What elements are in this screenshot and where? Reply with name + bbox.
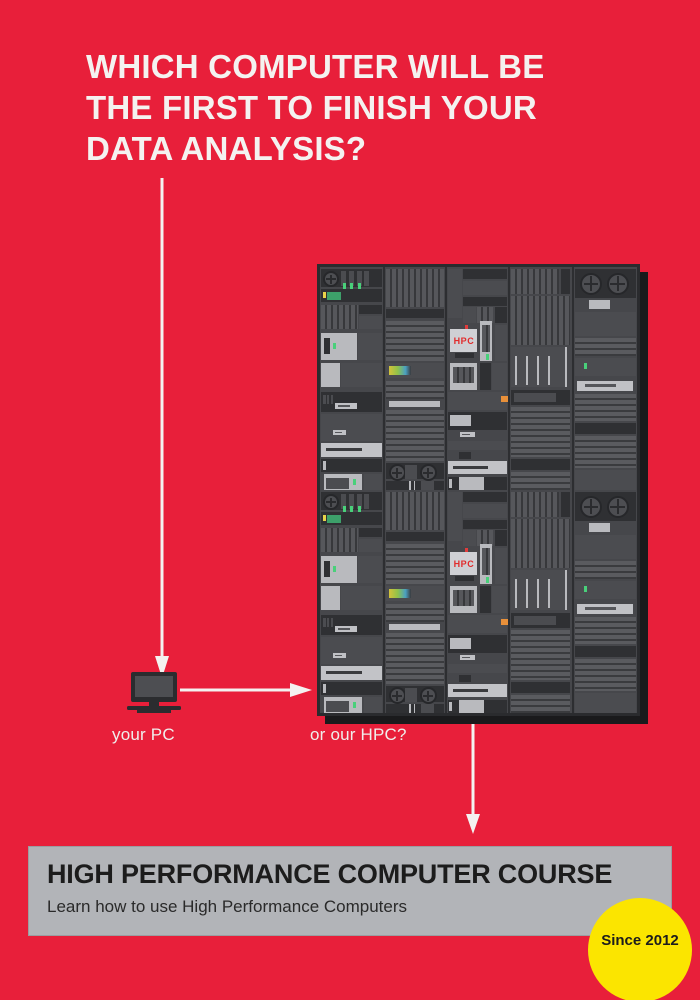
course-title: HIGH PERFORMANCE COMPUTER COURSE [47,859,613,889]
hpc-brand-label: HPC [453,335,475,346]
rack-column-1 [320,267,385,490]
since-badge-label: Since 2012 [601,932,679,949]
hpc-caption: or our HPC? [310,725,407,744]
since-badge: Since 2012 [588,898,692,1000]
rack-column-2-lower [384,490,447,713]
hpc-brand-screen-lower: HPC [450,552,478,575]
course-subtitle: Learn how to use High Performance Comput… [47,897,408,916]
pc-caption: your PC [112,725,175,744]
rack-column-4 [510,267,574,490]
rack-column-3: HPC [446,267,511,490]
hpc-brand-label-lower: HPC [453,558,475,569]
arrow-right-pc-to-rack-icon [180,683,312,697]
server-rack-illustration: HPC [317,264,640,716]
arrow-down-to-banner-icon [466,722,480,834]
page-title: WHICH COMPUTER WILL BE THE FIRST TO FINI… [86,48,545,167]
rack-half-top: HPC [320,267,637,490]
desktop-computer-icon [127,672,181,713]
hpc-brand-screen: HPC [450,329,478,352]
rack-half-bottom: HPC [320,490,637,713]
rack-column-1-lower [320,490,385,713]
rack-column-5-lower [573,490,637,713]
arrow-down-to-pc-icon [155,178,169,678]
rack-column-3-lower: HPC [446,490,511,713]
course-banner: HIGH PERFORMANCE COMPUTER COURSE Learn h… [28,846,672,936]
rack-column-5 [573,267,637,490]
rack-column-4-lower [510,490,574,713]
rack-column-2 [384,267,447,490]
